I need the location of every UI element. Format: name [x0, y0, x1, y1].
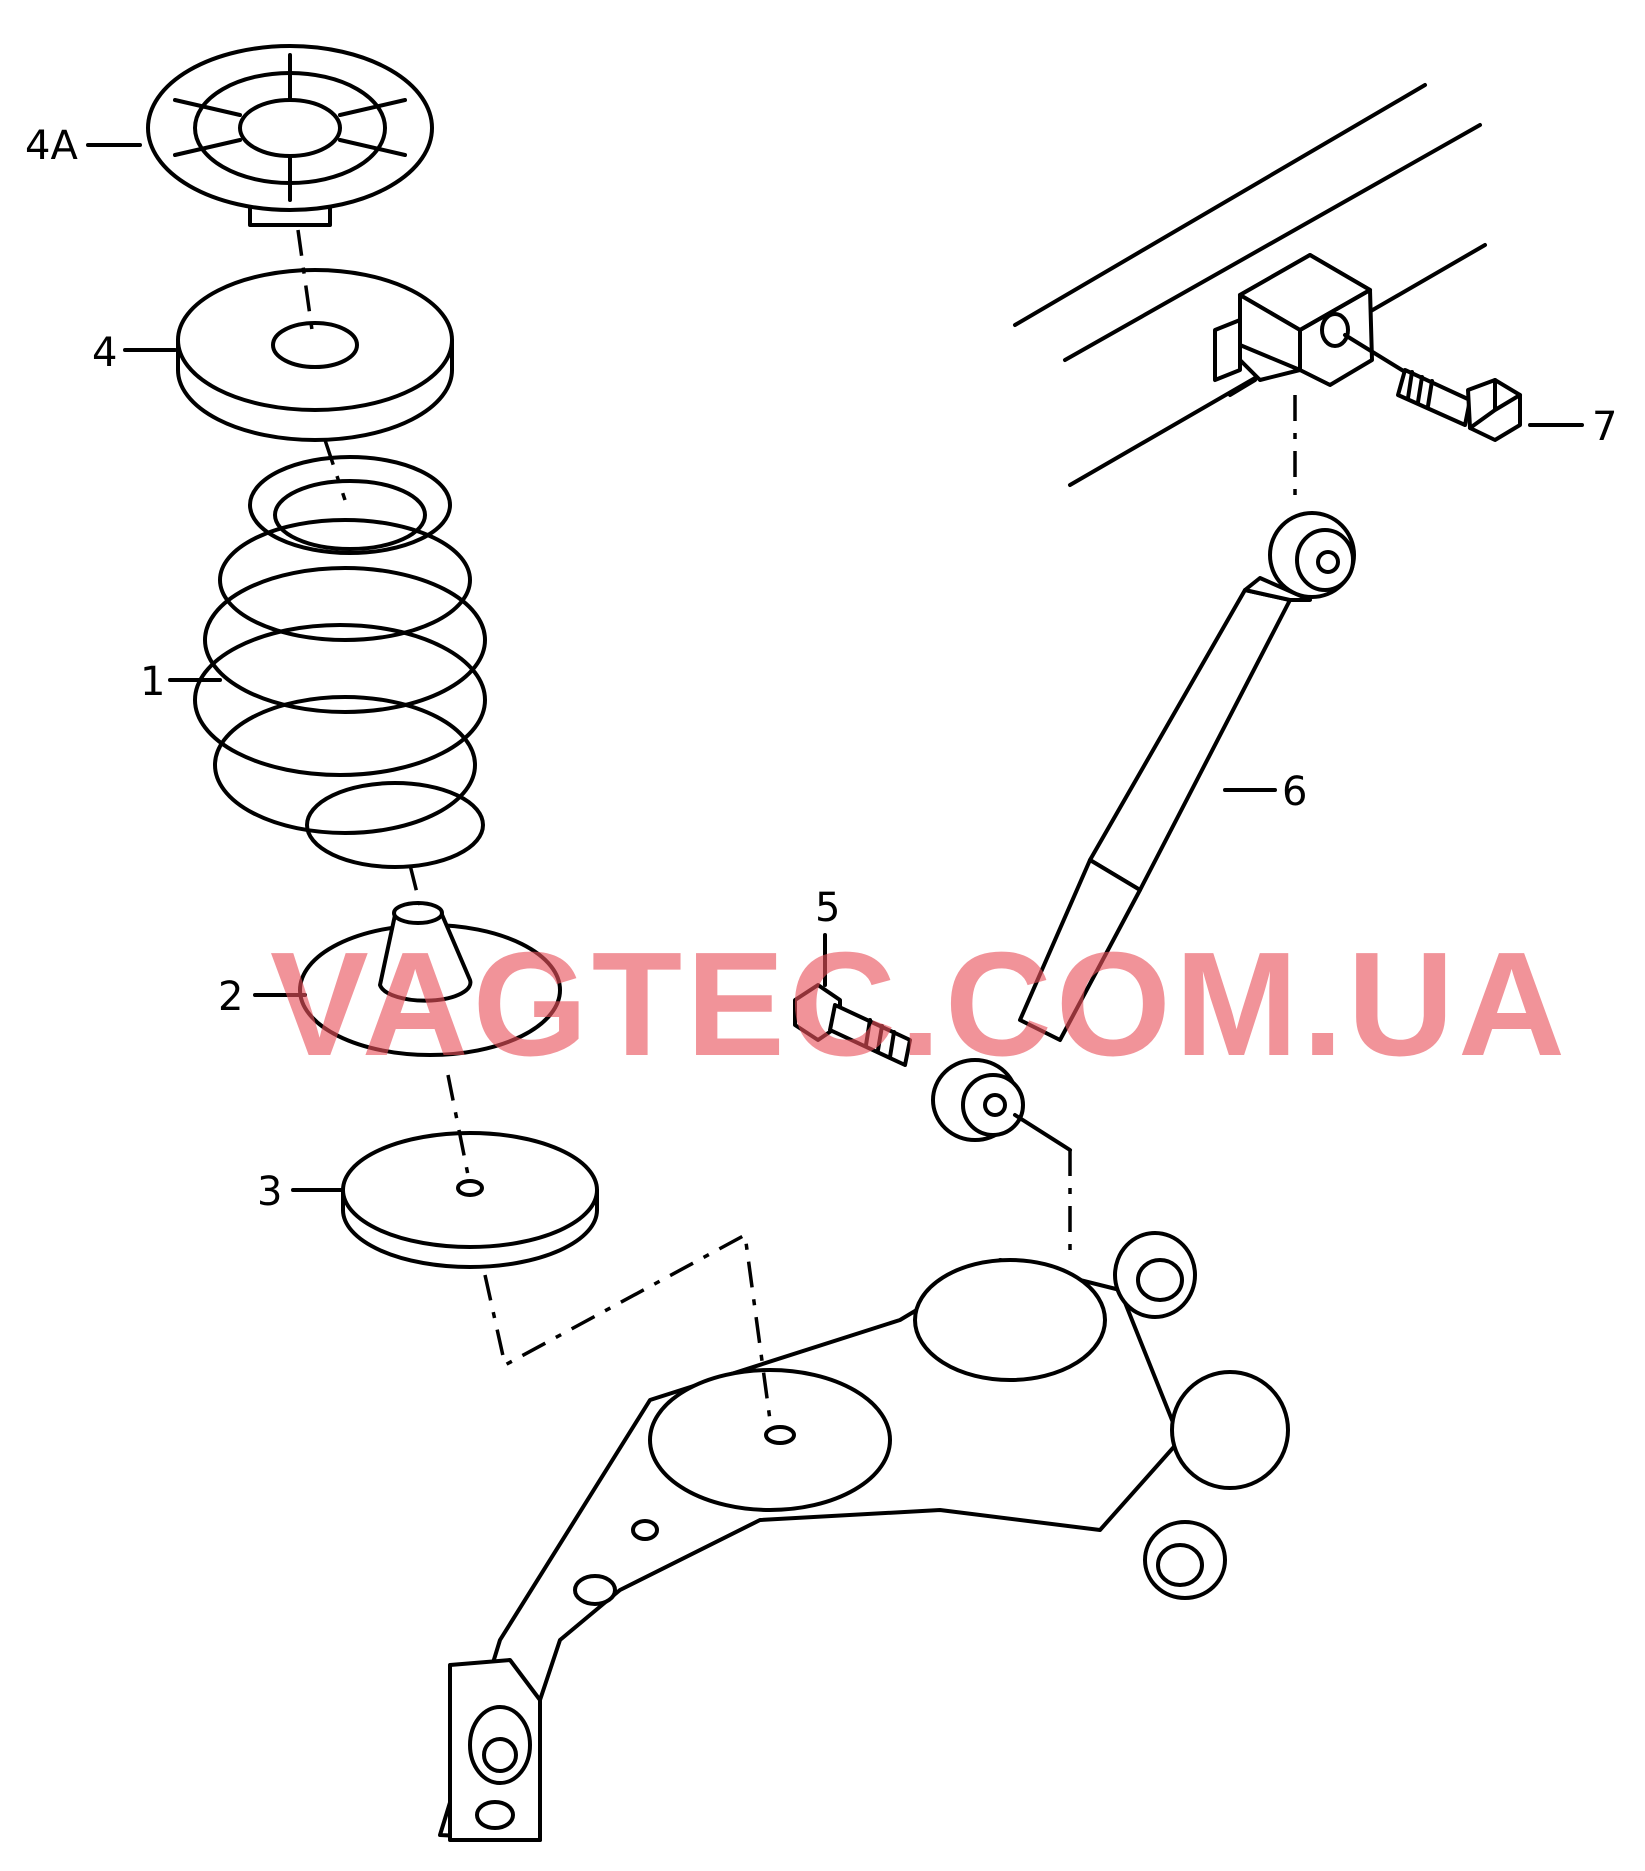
leader-lines [86, 143, 1584, 1192]
bolt-7 [1343, 333, 1522, 442]
callout-3: 3 [257, 1169, 283, 1215]
coil-spring-1 [193, 455, 487, 869]
callout-7: 7 [1592, 404, 1618, 450]
callout-1: 1 [140, 659, 166, 705]
callout-4a: 4A [25, 123, 78, 169]
shock-upper-bracket [1213, 253, 1374, 387]
callout-6: 6 [1282, 769, 1308, 815]
body-rail [1013, 83, 1487, 487]
callout-5: 5 [815, 885, 841, 931]
assembly-lines [296, 229, 1297, 1421]
washer-4 [176, 268, 454, 442]
trailing-arm [438, 1231, 1290, 1842]
spring-pad-2 [298, 901, 562, 1057]
spring-seat-4a [146, 44, 434, 227]
bolt-5 [793, 983, 912, 1067]
callout-4: 4 [92, 330, 118, 376]
pad-3 [341, 1131, 599, 1269]
shock-absorber-6 [931, 511, 1356, 1152]
callout-2: 2 [218, 974, 244, 1020]
